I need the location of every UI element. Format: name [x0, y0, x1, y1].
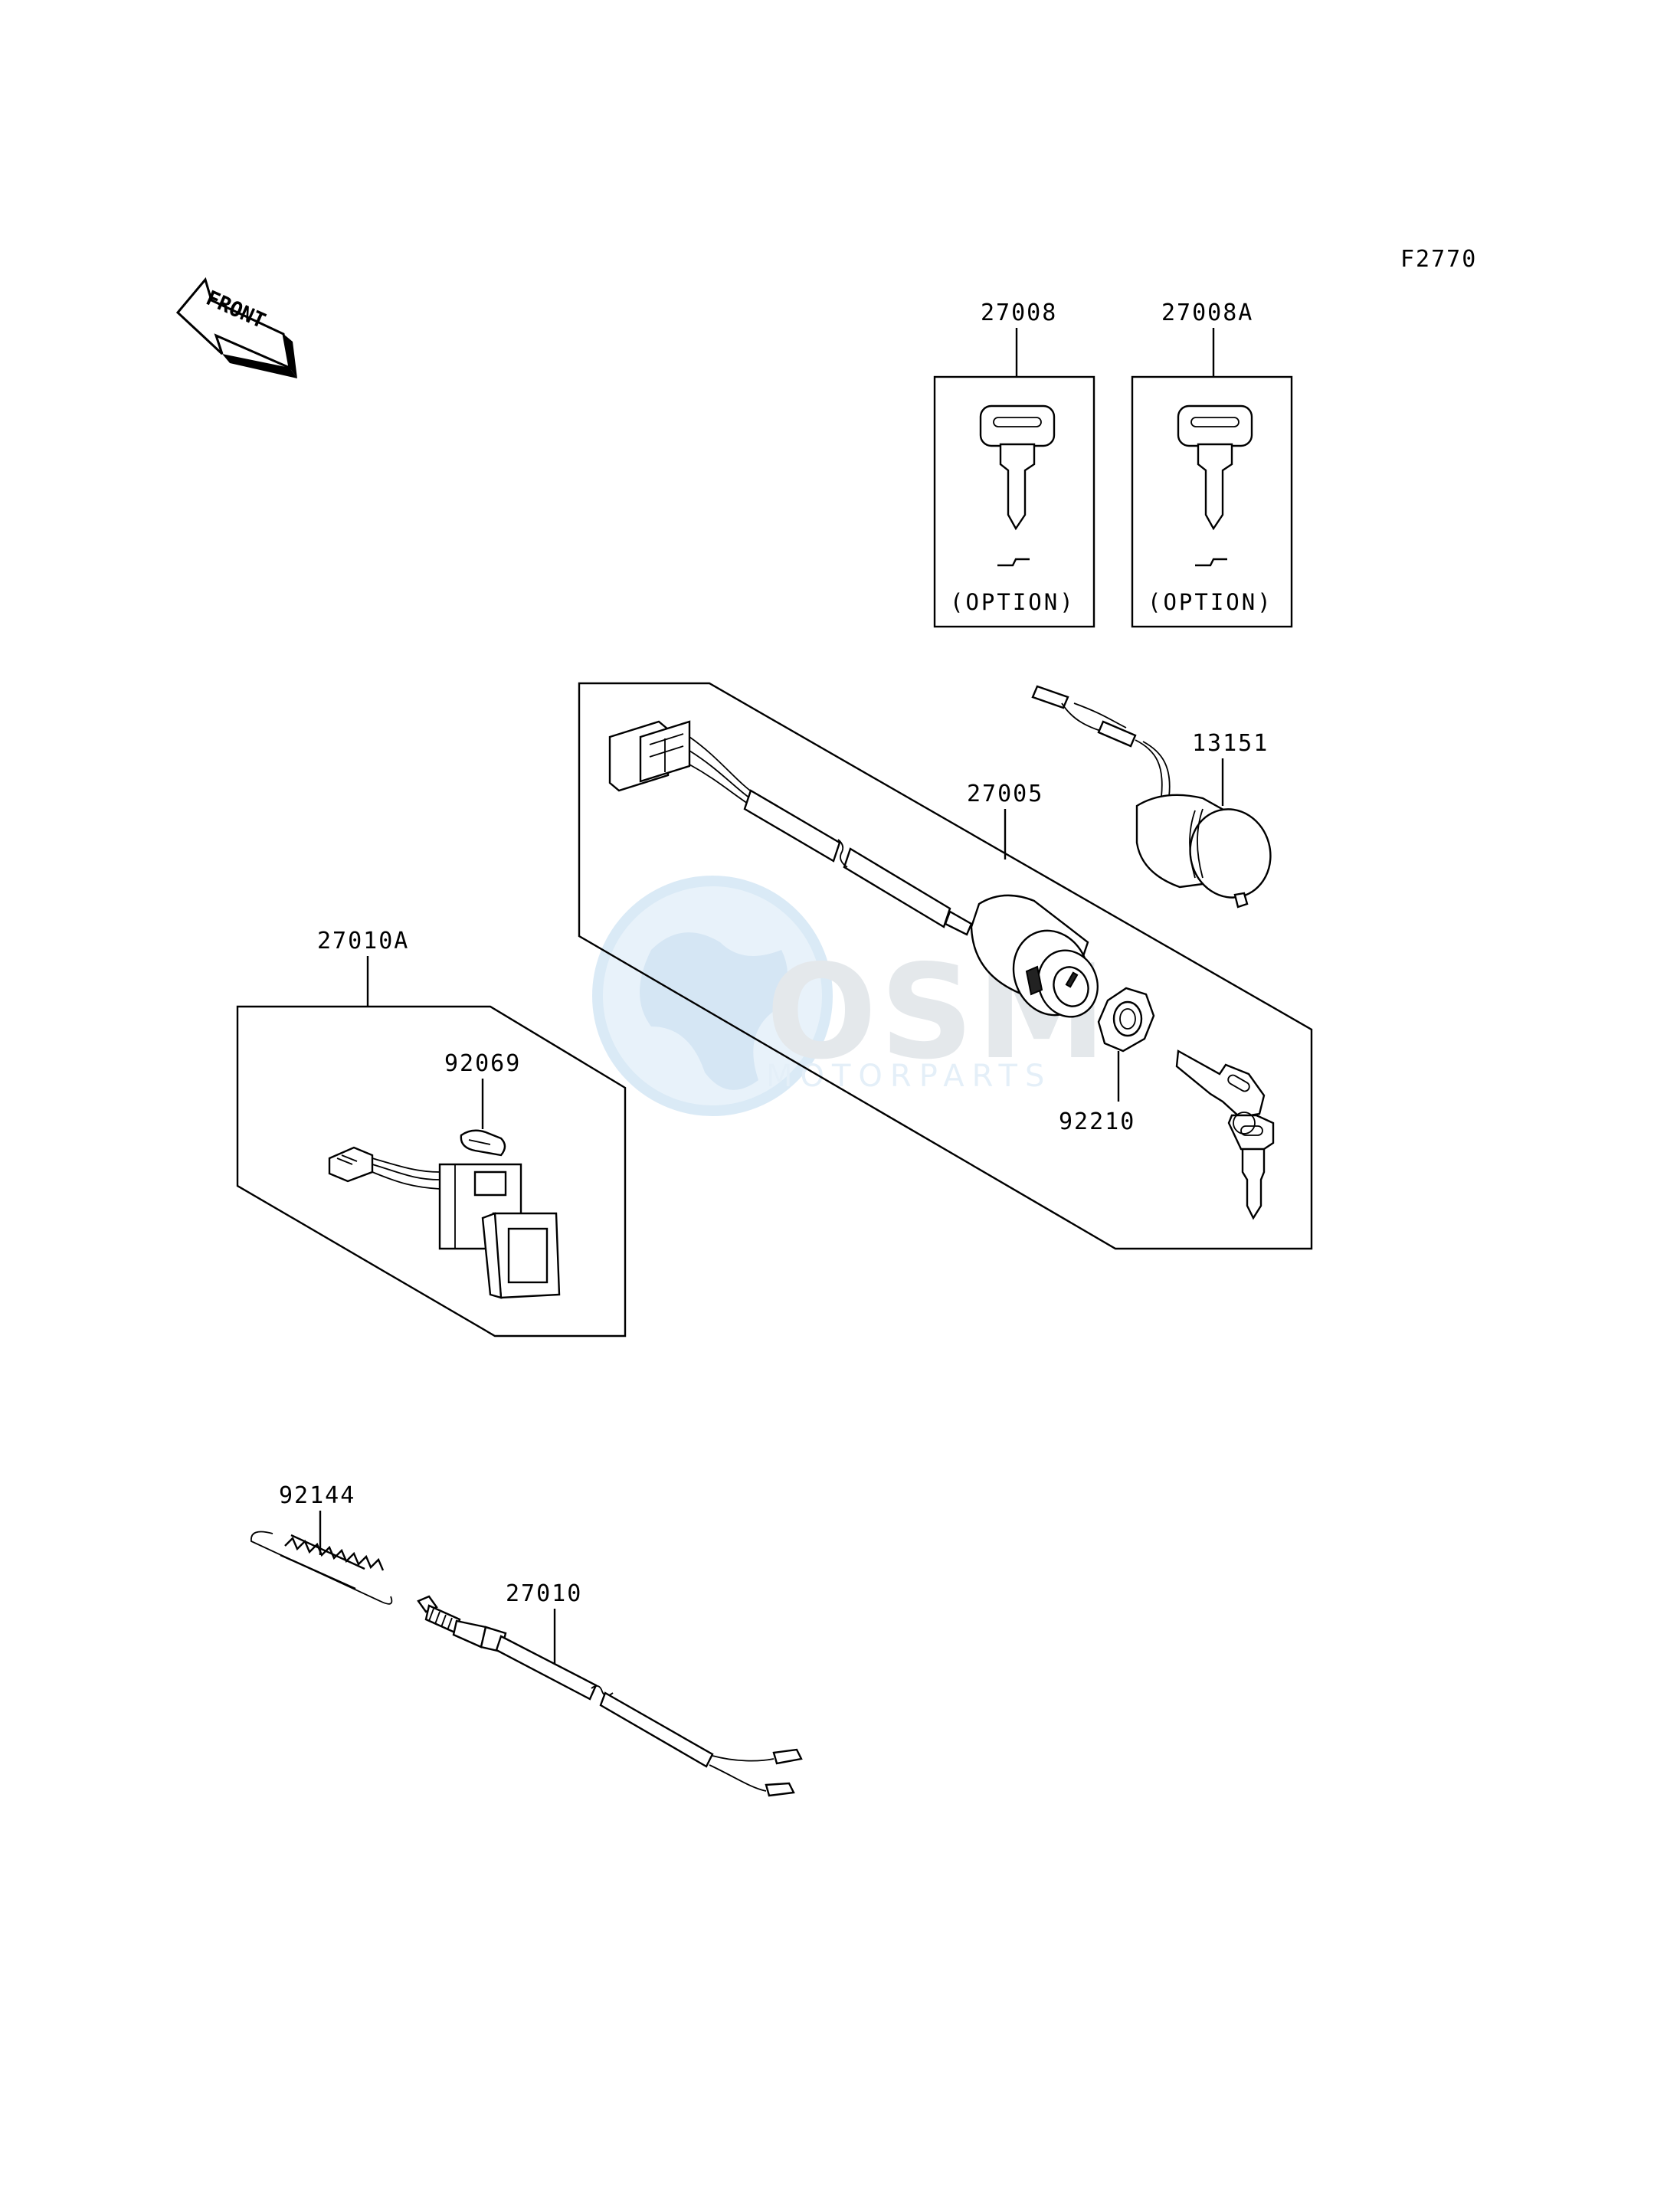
front-direction-arrow-icon: FRONT	[175, 277, 297, 378]
nut-92210-icon	[1097, 987, 1155, 1053]
ignition-keys-icon	[1175, 1049, 1275, 1220]
watermark-subtitle: MOTORPARTS	[766, 1059, 1052, 1094]
part-label-92210: 92210	[1059, 1108, 1135, 1135]
switch-27010A-icon	[328, 1146, 561, 1299]
key-27008A-icon	[1177, 404, 1253, 531]
part-label-27005: 27005	[967, 781, 1043, 807]
part-label-27008: 27008	[981, 300, 1057, 326]
lock-cylinder-icon	[1135, 794, 1272, 909]
part-label-13151: 13151	[1192, 730, 1269, 757]
part-92144: 92144	[251, 1482, 393, 1605]
part-label-92144: 92144	[279, 1482, 355, 1509]
part-label-27010A: 27010A	[317, 928, 409, 954]
ignition-switch-icon	[970, 894, 1099, 1018]
spring-92144-icon	[280, 1534, 385, 1590]
part-27005-assembly: 27005 92210	[578, 682, 1313, 1250]
figure-code: F2770	[1400, 246, 1477, 273]
part-27008-box: 27008 (OPTION)	[933, 300, 1095, 628]
watermark-logo: OSM MOTORPARTS	[592, 876, 1106, 1116]
key-27008-icon	[979, 404, 1056, 531]
part-label-27010: 27010	[506, 1580, 582, 1607]
part-label-92069: 92069	[444, 1050, 521, 1077]
option-label-27008A: (OPTION)	[1148, 589, 1273, 615]
bulb-92069-icon	[460, 1129, 506, 1157]
part-27010A-box: 27010A 92069	[236, 928, 627, 1338]
part-13151: 13151	[1031, 685, 1272, 909]
connector-icon	[608, 720, 691, 792]
brake-light-switch-icon	[417, 1595, 507, 1653]
part-27008A-box: 27008A (OPTION)	[1131, 300, 1293, 628]
part-label-27008A: 27008A	[1161, 300, 1253, 326]
option-label-27008: (OPTION)	[950, 589, 1076, 615]
part-27010: 27010	[417, 1580, 803, 1797]
